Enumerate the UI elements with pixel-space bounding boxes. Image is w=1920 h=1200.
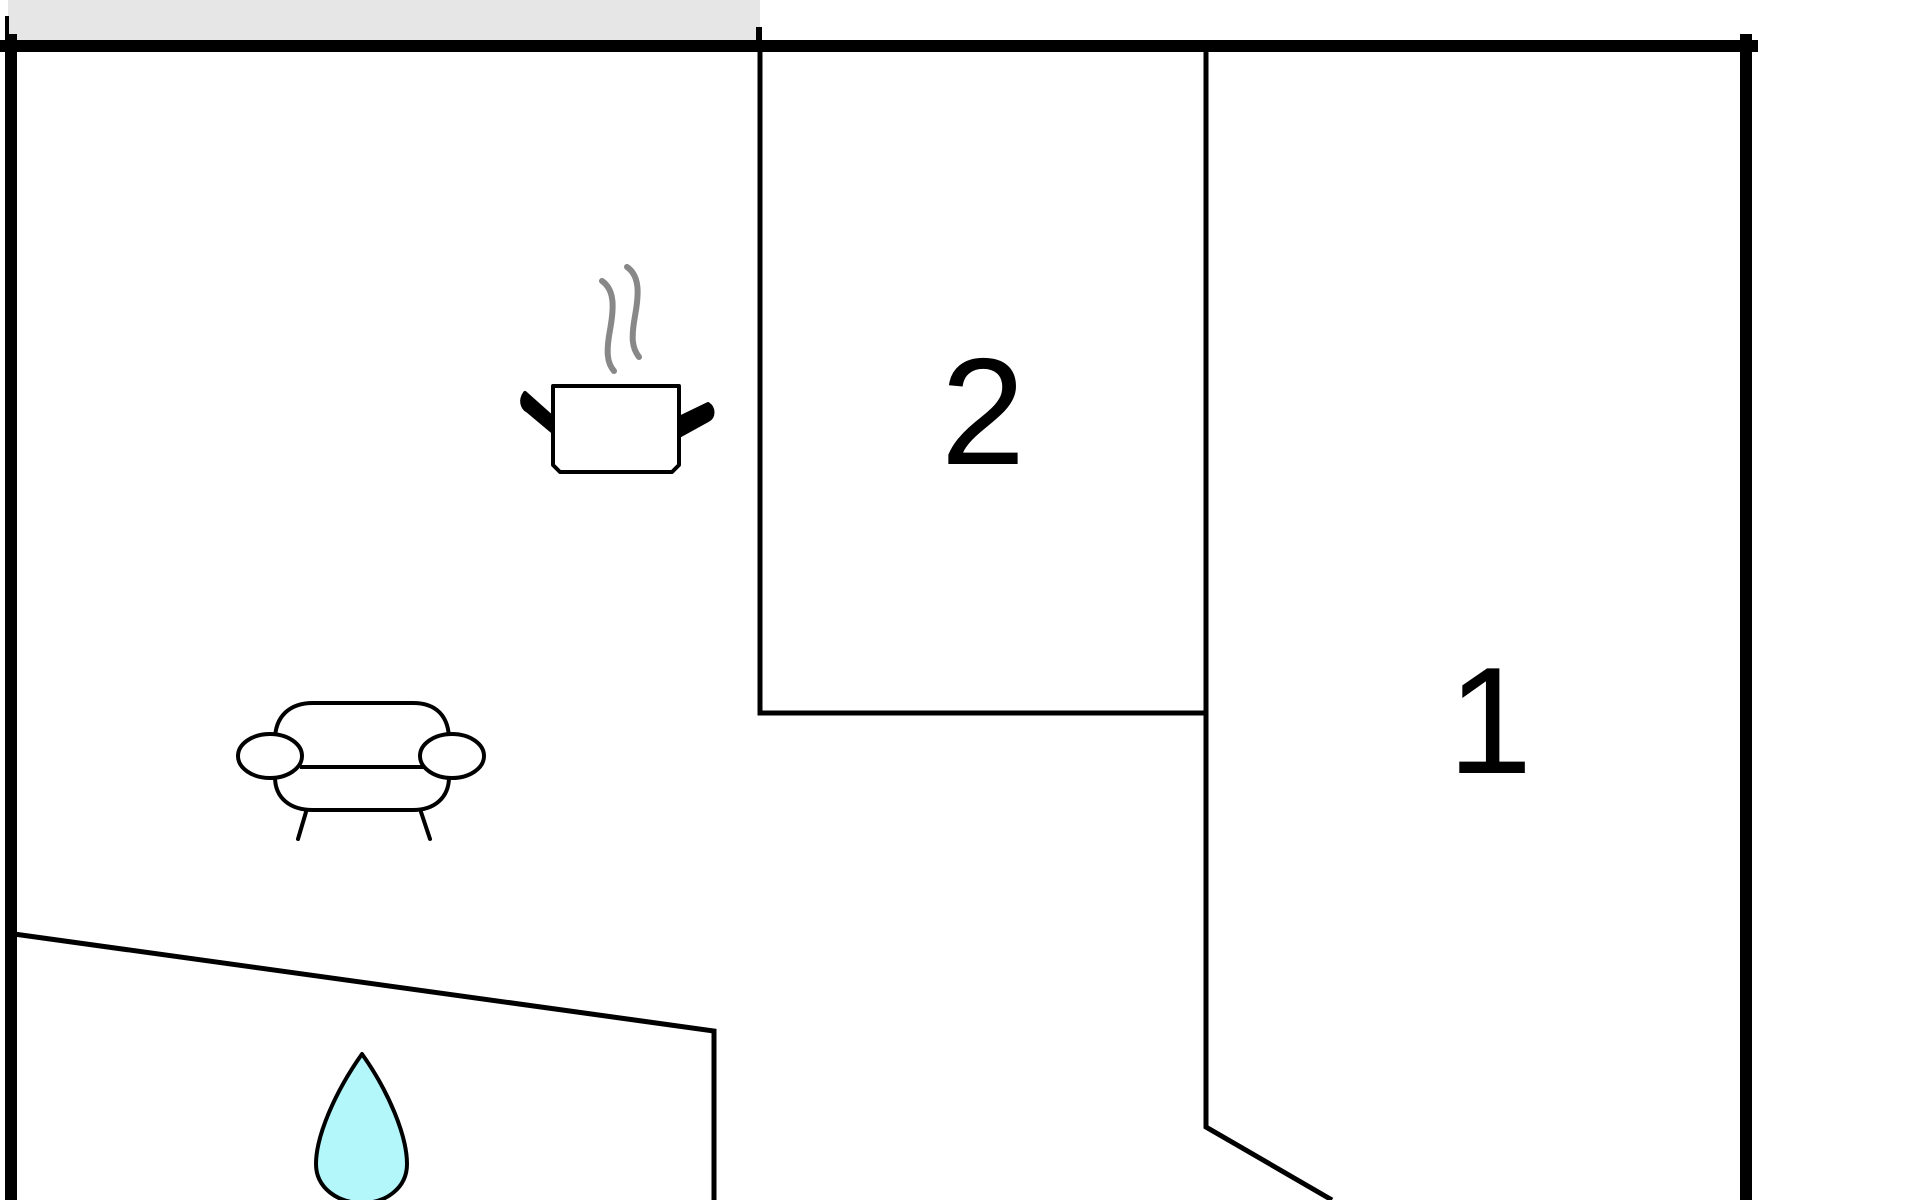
sofa-icon [236,701,486,841]
interior-walls [13,46,1334,1200]
bathroom-walls [13,931,717,1200]
outer-walls [0,16,1758,1200]
top-bar [8,0,760,40]
room-1-walls [1203,46,1334,1200]
room-label-2: 2 [941,327,1026,497]
room-label-1: 1 [1448,636,1533,806]
water-drop-icon [314,1052,409,1200]
room-2-walls [757,46,1206,716]
cooking-pot-icon [520,264,715,474]
